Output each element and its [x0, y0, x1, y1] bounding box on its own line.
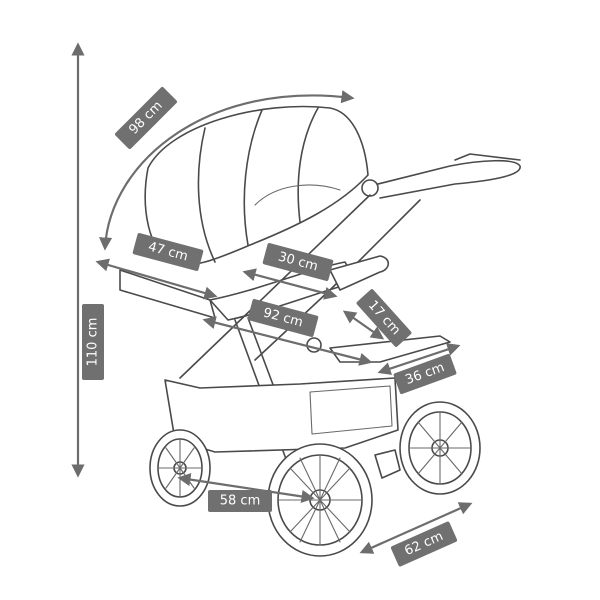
- handle-depth-arrow: [242, 268, 338, 300]
- rear-left-wheel: [149, 429, 211, 507]
- height-badge: 110 cm: [82, 304, 104, 380]
- canopy-hood: [144, 105, 369, 266]
- rear-track-label: 58 cm: [220, 494, 261, 509]
- footrest-width-badge: 36 cm: [393, 353, 457, 395]
- dimension-arrows: [71, 42, 473, 554]
- hood-arc-arrow: [99, 90, 355, 251]
- stroller-illustration: [119, 105, 521, 557]
- handle-joint: [361, 179, 379, 197]
- footrest-width-arrow: [377, 343, 461, 375]
- basket-pocket: [309, 385, 393, 435]
- footrest-height-arrow: [342, 310, 385, 340]
- handle-grip: [454, 153, 521, 161]
- bumper-bar: [329, 255, 390, 291]
- wheelbase-arrow: [359, 502, 473, 554]
- seat-width-arrow: [95, 258, 218, 300]
- footrest-height-badge: 17 cm: [356, 289, 412, 347]
- rear-right-wheel: [399, 401, 481, 495]
- seat-length-arrow: [202, 316, 373, 366]
- seat-body: [119, 269, 216, 319]
- wheelbase-badge: 62 cm: [390, 521, 458, 567]
- front-wheel: [267, 443, 373, 557]
- brake-pedal: [374, 449, 401, 479]
- rear-track-badge: 58 cm: [208, 490, 272, 512]
- height-label: 110 cm: [86, 318, 101, 367]
- handle-bar: [369, 159, 521, 199]
- rear-track-arrow: [177, 473, 315, 503]
